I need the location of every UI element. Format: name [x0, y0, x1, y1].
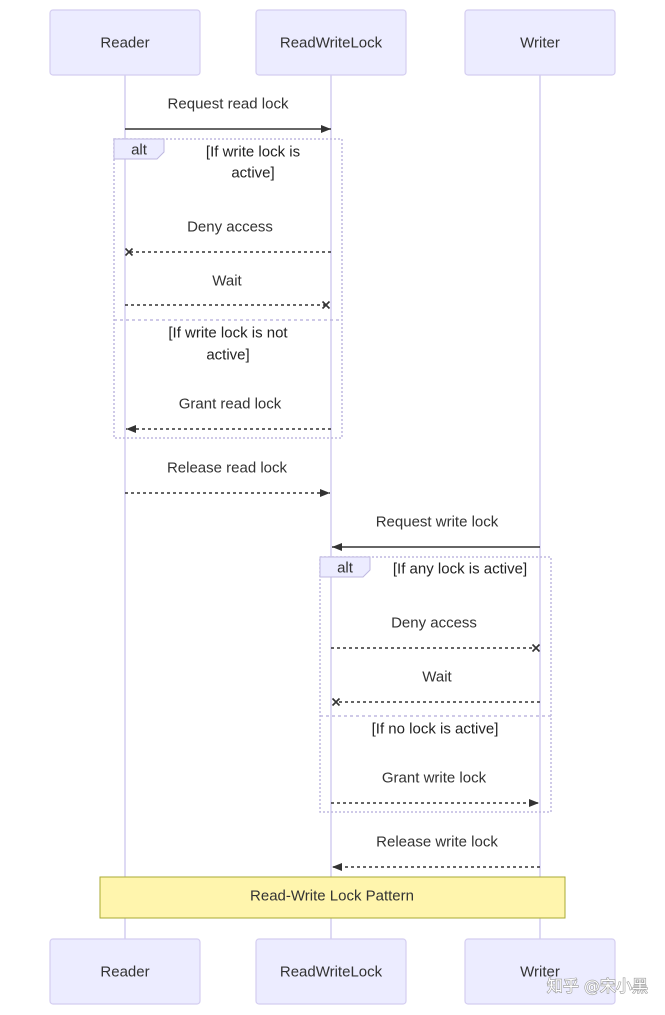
participant-readwritelock-top: ReadWriteLock	[255, 9, 407, 76]
participant-label: ReadWriteLock	[280, 964, 383, 981]
alt-else-condition-line: active]	[206, 347, 249, 364]
note-read-write-lock-pattern: Read-Write Lock Pattern	[99, 876, 566, 919]
participant-box	[464, 9, 616, 76]
message-wait-reader: Wait	[125, 273, 331, 310]
alt-condition-line: [If any lock is active]	[393, 561, 527, 578]
participant-writer-top: Writer	[464, 9, 616, 76]
message-label: Release read lock	[167, 460, 288, 477]
participant-label: Writer	[520, 964, 560, 981]
participant-box	[49, 938, 201, 1005]
participant-label: Writer	[520, 35, 560, 52]
message-label: Release write lock	[376, 834, 498, 851]
message-wait-writer: Wait	[331, 669, 540, 707]
participant-label: ReadWriteLock	[280, 35, 383, 52]
message-request-read-lock: Request read lock	[125, 96, 331, 133]
message-label: Grant write lock	[382, 770, 487, 787]
alt-else-condition-line: [If write lock is not	[168, 325, 288, 342]
message-label: Wait	[212, 273, 242, 290]
message-release-read-lock: Release read lock	[125, 460, 330, 497]
alt-else-condition-line: [If no lock is active]	[372, 721, 499, 738]
participant-label: Reader	[100, 964, 149, 981]
message-grant-write-lock: Grant write lock	[331, 770, 539, 807]
participant-readwritelock-bottom: ReadWriteLock	[255, 938, 407, 1005]
message-label: Grant read lock	[179, 396, 282, 413]
alt-condition-line: [If write lock is	[206, 144, 300, 161]
alt-label: alt	[337, 560, 354, 577]
alt-block-read: alt [If write lock is active] [If write …	[113, 138, 343, 439]
message-label: Request read lock	[168, 96, 289, 113]
message-grant-read-lock: Grant read lock	[126, 396, 331, 433]
participant-label: Reader	[100, 35, 149, 52]
message-label: Request write lock	[376, 514, 499, 531]
participant-box	[255, 938, 407, 1005]
message-deny-access-writer: Deny access	[331, 615, 541, 653]
participant-reader-top: Reader	[49, 9, 201, 76]
alt-label-box	[113, 138, 165, 160]
participant-reader-bottom: Reader	[49, 938, 201, 1005]
alt-frame	[319, 556, 552, 813]
note-box	[99, 876, 566, 919]
message-label: Deny access	[187, 219, 273, 236]
note-text: Read-Write Lock Pattern	[250, 888, 414, 905]
message-deny-access-reader: Deny access	[124, 219, 331, 257]
alt-label: alt	[131, 142, 148, 159]
alt-label-box	[319, 556, 371, 578]
alt-condition-line: active]	[231, 165, 274, 182]
participant-box	[255, 9, 407, 76]
participant-writer-bottom: Writer	[464, 938, 616, 1005]
alt-block-write: alt [If any lock is active] [If no lock …	[319, 556, 552, 813]
participant-box	[464, 938, 616, 1005]
message-label: Wait	[422, 669, 452, 686]
message-request-write-lock: Request write lock	[332, 514, 540, 551]
watermark-text: 知乎 @宋小黑	[547, 977, 648, 996]
message-release-write-lock: Release write lock	[332, 834, 540, 871]
alt-frame	[113, 138, 343, 439]
participant-box	[49, 9, 201, 76]
message-label: Deny access	[391, 615, 477, 632]
